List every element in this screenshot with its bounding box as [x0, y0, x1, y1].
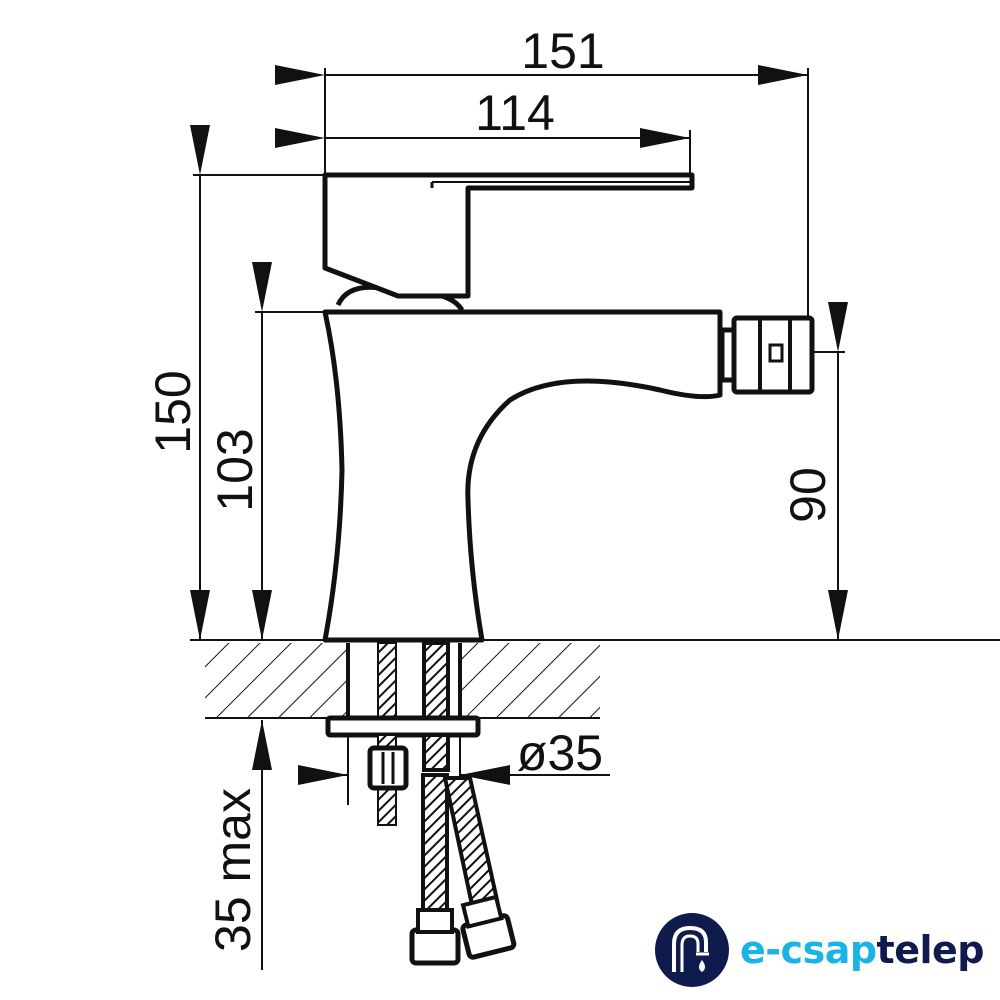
faucet-logo-icon — [655, 913, 729, 987]
dimension-lines — [190, 65, 1000, 970]
brand-logo: e-csaptelep — [654, 912, 984, 988]
dim-label-150: 150 — [145, 370, 201, 453]
brand-name: e-csaptelep — [740, 928, 984, 972]
faucet-body — [322, 172, 723, 643]
dim-label-90: 90 — [780, 467, 836, 523]
brand-name-part2: telep — [876, 928, 985, 972]
mounting-hardware — [325, 641, 517, 966]
dim-label-151: 151 — [521, 23, 604, 79]
dim-label-114: 114 — [475, 85, 555, 141]
aerator — [719, 315, 815, 395]
dim-label-35-max: 35 max — [205, 788, 261, 952]
countertop-section — [205, 643, 600, 719]
dim-label-diameter-35: ø35 — [517, 725, 603, 781]
dim-label-103: 103 — [207, 428, 263, 511]
brand-name-part1: e-csap — [740, 928, 877, 972]
